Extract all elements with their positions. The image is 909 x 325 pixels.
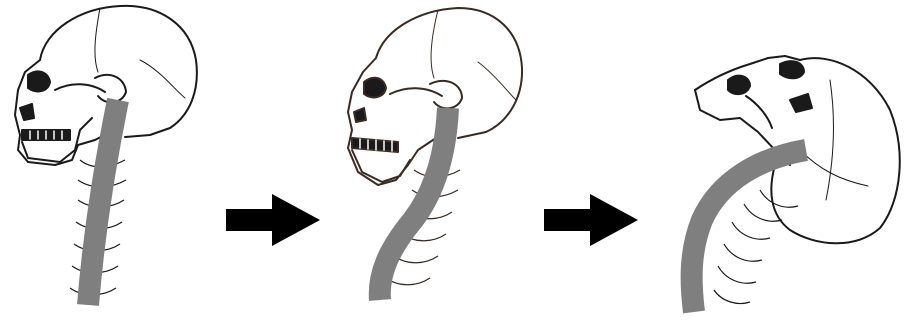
skull-upright-illustration — [0, 0, 215, 325]
right-arrow-icon — [222, 192, 322, 248]
stage-3-panel — [640, 0, 909, 325]
skull-flexed-illustration — [640, 0, 909, 325]
spine-curve-band — [380, 108, 448, 300]
skull-forward-illustration — [318, 0, 533, 325]
spine-curve-band — [692, 150, 806, 312]
right-arrow-icon — [540, 192, 640, 248]
stage-1-panel — [0, 0, 215, 325]
cervical-spine-icon — [714, 190, 798, 304]
spine-curve-band — [88, 100, 118, 305]
transition-arrow-1 — [222, 192, 322, 253]
stage-2-panel — [318, 0, 533, 325]
transition-arrow-2 — [540, 192, 640, 253]
